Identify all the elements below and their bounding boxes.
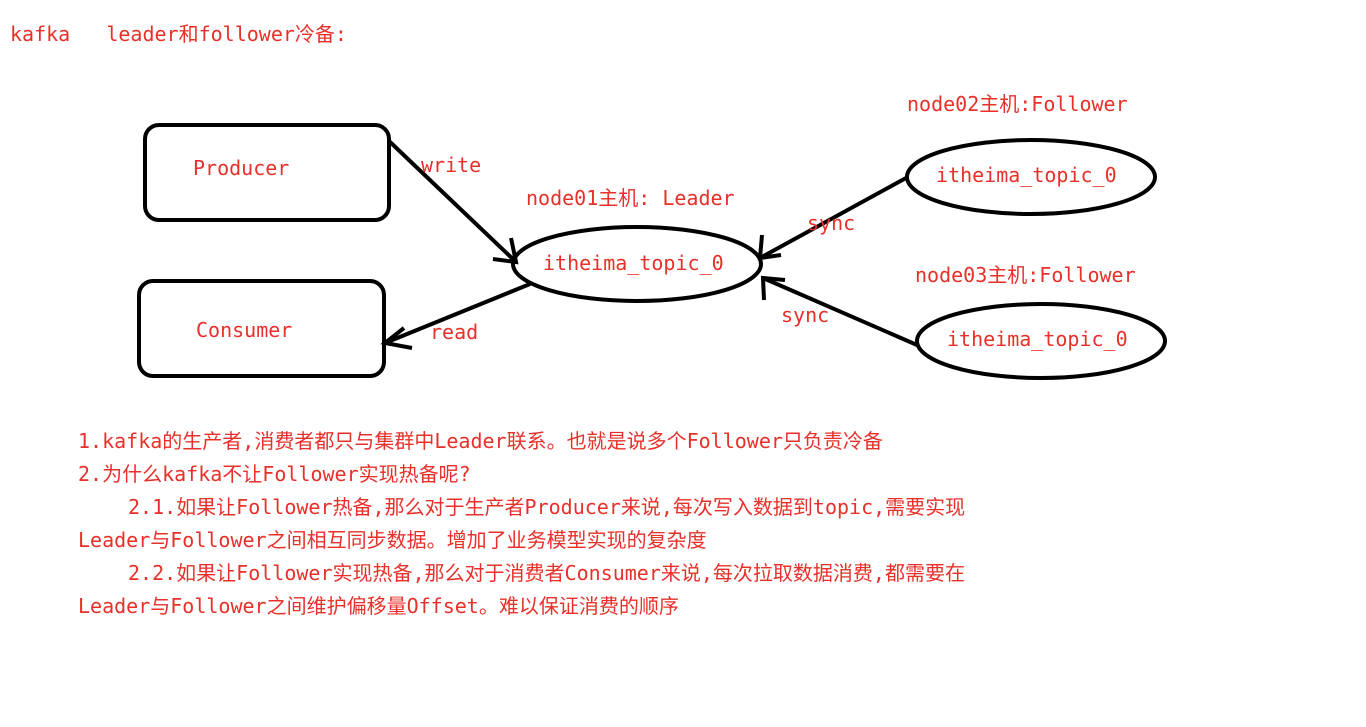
producer-label: Producer xyxy=(193,156,289,180)
note-paragraph-1: 1.kafka的生产者,消费者都只与集群中Leader联系。也就是说多个Foll… xyxy=(78,429,883,453)
leader-partition-node xyxy=(511,225,763,303)
write-label: write xyxy=(421,153,481,177)
explanation-notes: 1.kafka的生产者,消费者都只与集群中Leader联系。也就是说多个Foll… xyxy=(78,425,1008,623)
sync1-label: sync xyxy=(807,211,855,235)
consumer-label: Consumer xyxy=(196,318,292,342)
follower2-topic-label: itheima_topic_0 xyxy=(947,327,1128,351)
write-arrow xyxy=(387,139,519,265)
sync2-label: sync xyxy=(781,303,829,327)
note-paragraph-2-1: 2.1.如果让Follower热备,那么对于生产者Producer来说,每次写入… xyxy=(78,495,966,552)
consumer-box xyxy=(137,279,386,378)
producer-box xyxy=(143,123,391,222)
follower2-partition-node xyxy=(915,302,1167,380)
read-label: read xyxy=(430,320,478,344)
follower1-topic-label: itheima_topic_0 xyxy=(936,163,1117,187)
sync-arrow-follower1 xyxy=(757,176,907,261)
read-arrow xyxy=(380,282,531,350)
page-title: kafka leader和follower冷备: xyxy=(10,22,347,46)
follower1-partition-node xyxy=(905,138,1157,216)
note-paragraph-2: 2.为什么kafka不让Follower实现热备呢? xyxy=(78,462,471,486)
leader-topic-label: itheima_topic_0 xyxy=(543,251,724,275)
follower1-caption: node02主机:Follower xyxy=(907,92,1128,116)
note-paragraph-2-2: 2.2.如果让Follower实现热备,那么对于消费者Consumer来说,每次… xyxy=(78,561,965,618)
sync-arrow-follower2 xyxy=(760,275,918,347)
leader-caption: node01主机: Leader xyxy=(526,186,735,210)
follower2-caption: node03主机:Follower xyxy=(915,263,1136,287)
